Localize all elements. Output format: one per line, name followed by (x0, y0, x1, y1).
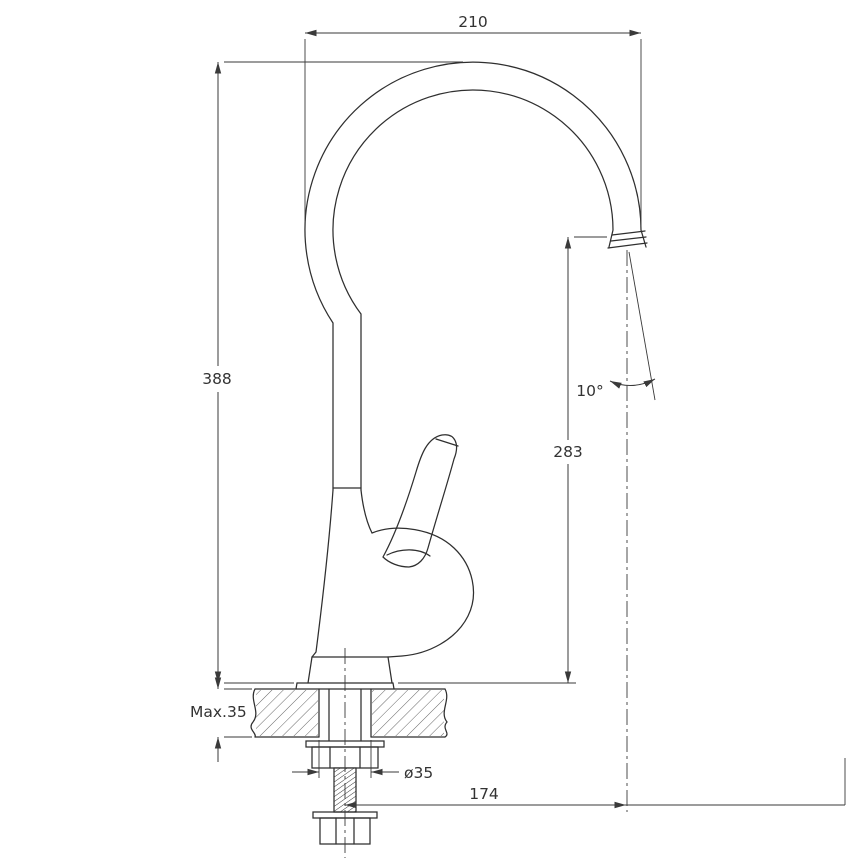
bottom-hex-nut (319, 817, 371, 845)
countertop-hatch-right (372, 690, 444, 736)
top-washer (305, 740, 385, 748)
spout-inner-profile (332, 89, 614, 491)
countertop-break-left (250, 688, 257, 738)
bottom-washer (312, 811, 378, 819)
countertop-section (250, 688, 448, 738)
body-left-edge (311, 489, 334, 658)
top-hex-nut (311, 746, 379, 769)
handle-lever (382, 434, 458, 568)
dim-label-stream-angle: 10° (576, 382, 603, 400)
spout-outer-profile (304, 61, 647, 491)
stream-angle-line (628, 251, 656, 401)
body-right-edge-and-bulge (360, 489, 475, 658)
aerator-ring-2 (610, 236, 647, 242)
dim-label-counter-thickness: Max.35 (190, 703, 247, 721)
dim-label-top-width: 210 (458, 13, 488, 31)
dim-label-spout-reach: 174 (469, 785, 499, 803)
dimension-labels: 210 388 283 10° Max.35 ø35 174 (190, 13, 604, 803)
faucet-outline (295, 61, 648, 690)
dim-label-overall-height: 388 (202, 370, 232, 388)
countertop-break-right (443, 688, 448, 738)
dim-label-hole-diameter: ø35 (404, 764, 433, 782)
handle-cap-line (435, 438, 459, 447)
base-flange-right (392, 682, 395, 690)
dim-angle-arc (609, 378, 656, 389)
handle-base-seam (386, 549, 431, 557)
base-flange-left (295, 682, 298, 690)
countertop-hatch-left (256, 690, 318, 736)
base-collar-left (307, 656, 313, 684)
aerator-tip-face (607, 242, 648, 249)
dimension-lines (214, 29, 846, 809)
base-collar-right (387, 656, 393, 684)
dim-label-outlet-height: 283 (553, 443, 583, 461)
aerator-ring-1 (611, 230, 646, 236)
centerlines (344, 250, 656, 858)
